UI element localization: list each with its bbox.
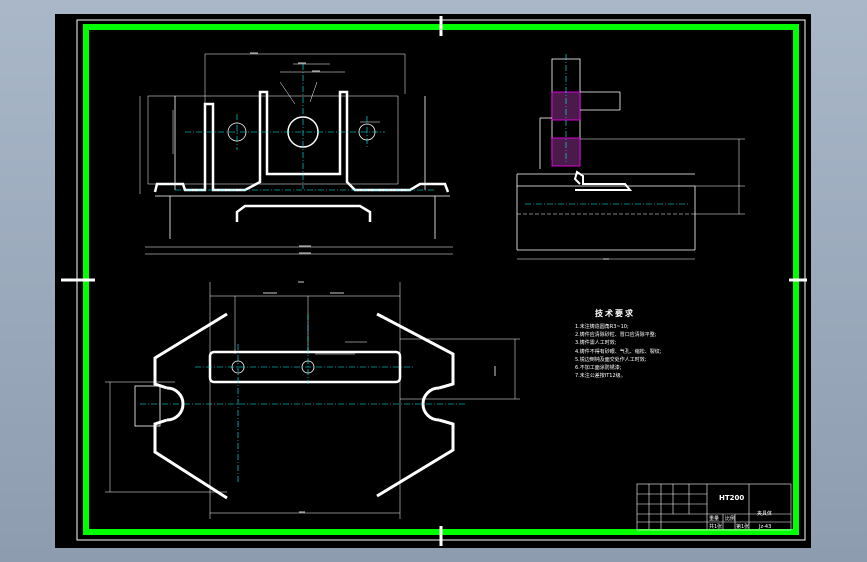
scale-label: 比例 [725,516,736,522]
cad-drawing [61,16,807,546]
drawing-number: Jz-43 [759,524,772,530]
top-view-centerlines [140,314,465,484]
note-7: 7.未注公差按IT12级。 [575,373,626,380]
front-view-centerlines [175,64,435,191]
top-view [105,282,520,519]
drawing-sheet: 技术要求 1.未注铸造圆角R3~10; 2.铸件应清除砂粒、冒口应清除平整; 3… [55,14,811,548]
note-4: 4.铸件不得有砂眼、气孔、缩松、裂纹; [575,348,662,355]
front-view [139,53,453,255]
material-label: HT200 [719,494,745,502]
outer-border [76,19,806,541]
side-view [516,58,745,260]
note-5: 5.锐边倒钝及面交处作人工时效; [575,356,647,363]
technical-requirements-title: 技术要求 [595,309,635,318]
sheet-number: 第1张 [736,524,750,530]
title-block [636,483,792,531]
side-view-centerlines [525,54,690,205]
weight-label: 重量 [709,516,720,522]
note-1: 1.未注铸造圆角R3~10; [575,324,629,330]
part-name: 夹具体 [757,511,773,517]
sheet-count: 共1张 [709,524,723,530]
note-6: 6.不加工面涂防锈漆; [575,365,622,372]
dimension-marks [250,52,609,513]
technical-requirements: 技术要求 1.未注铸造圆角R3~10; 2.铸件应清除砂粒、冒口应清除平整; 3… [575,308,775,380]
note-3: 3.铸件需人工时效; [575,340,617,347]
note-2: 2.铸件应清除砂粒、冒口应清除平整; [575,332,657,339]
